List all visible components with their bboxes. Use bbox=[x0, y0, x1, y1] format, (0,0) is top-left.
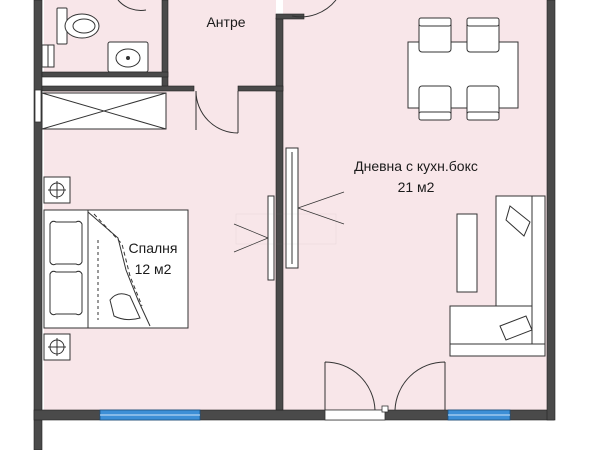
room-label-bedroom: Спалня bbox=[129, 240, 178, 256]
windows bbox=[34, 89, 511, 421]
pillow-icon-2 bbox=[49, 270, 83, 316]
wall-right-outer bbox=[546, 0, 556, 421]
sofa bbox=[449, 195, 546, 357]
wall-bedroom-top bbox=[41, 85, 195, 92]
coffee-table bbox=[456, 213, 478, 293]
cushion-icon-2 bbox=[499, 315, 533, 341]
watermark bbox=[235, 213, 337, 245]
room-area-living: 21 м2 bbox=[398, 179, 435, 195]
blanket-fold bbox=[87, 211, 151, 327]
door-bath bbox=[117, 0, 147, 11]
door-bedroom bbox=[195, 90, 239, 134]
bed bbox=[43, 209, 189, 329]
dining-set bbox=[407, 17, 519, 121]
room-label-hall: Антре bbox=[206, 14, 245, 30]
walls bbox=[33, 0, 556, 451]
pillow-icon bbox=[49, 220, 83, 266]
wall-bath-bottom bbox=[41, 71, 169, 78]
tv-units bbox=[233, 147, 345, 281]
room-area-bedroom: 12 м2 bbox=[135, 261, 172, 277]
window-living-left bbox=[324, 409, 386, 421]
room-label-living: Дневна с кухн.бокс bbox=[354, 158, 478, 174]
cushion-icon bbox=[505, 205, 531, 237]
door-balcony-left bbox=[324, 361, 376, 411]
wall-left-outer bbox=[33, 0, 43, 451]
nightstands bbox=[43, 176, 71, 361]
doors bbox=[117, 0, 446, 413]
wardrobe bbox=[41, 92, 167, 130]
chair-icon bbox=[418, 17, 500, 121]
tv-bedroom bbox=[267, 195, 275, 281]
bathroom-fixtures bbox=[41, 7, 149, 73]
door-balcony-right bbox=[394, 361, 446, 411]
door-hall-top bbox=[291, 0, 337, 18]
window-left-top bbox=[34, 89, 42, 123]
wall-bedroom-top-right bbox=[237, 85, 284, 92]
floor-hall bbox=[162, 0, 276, 90]
